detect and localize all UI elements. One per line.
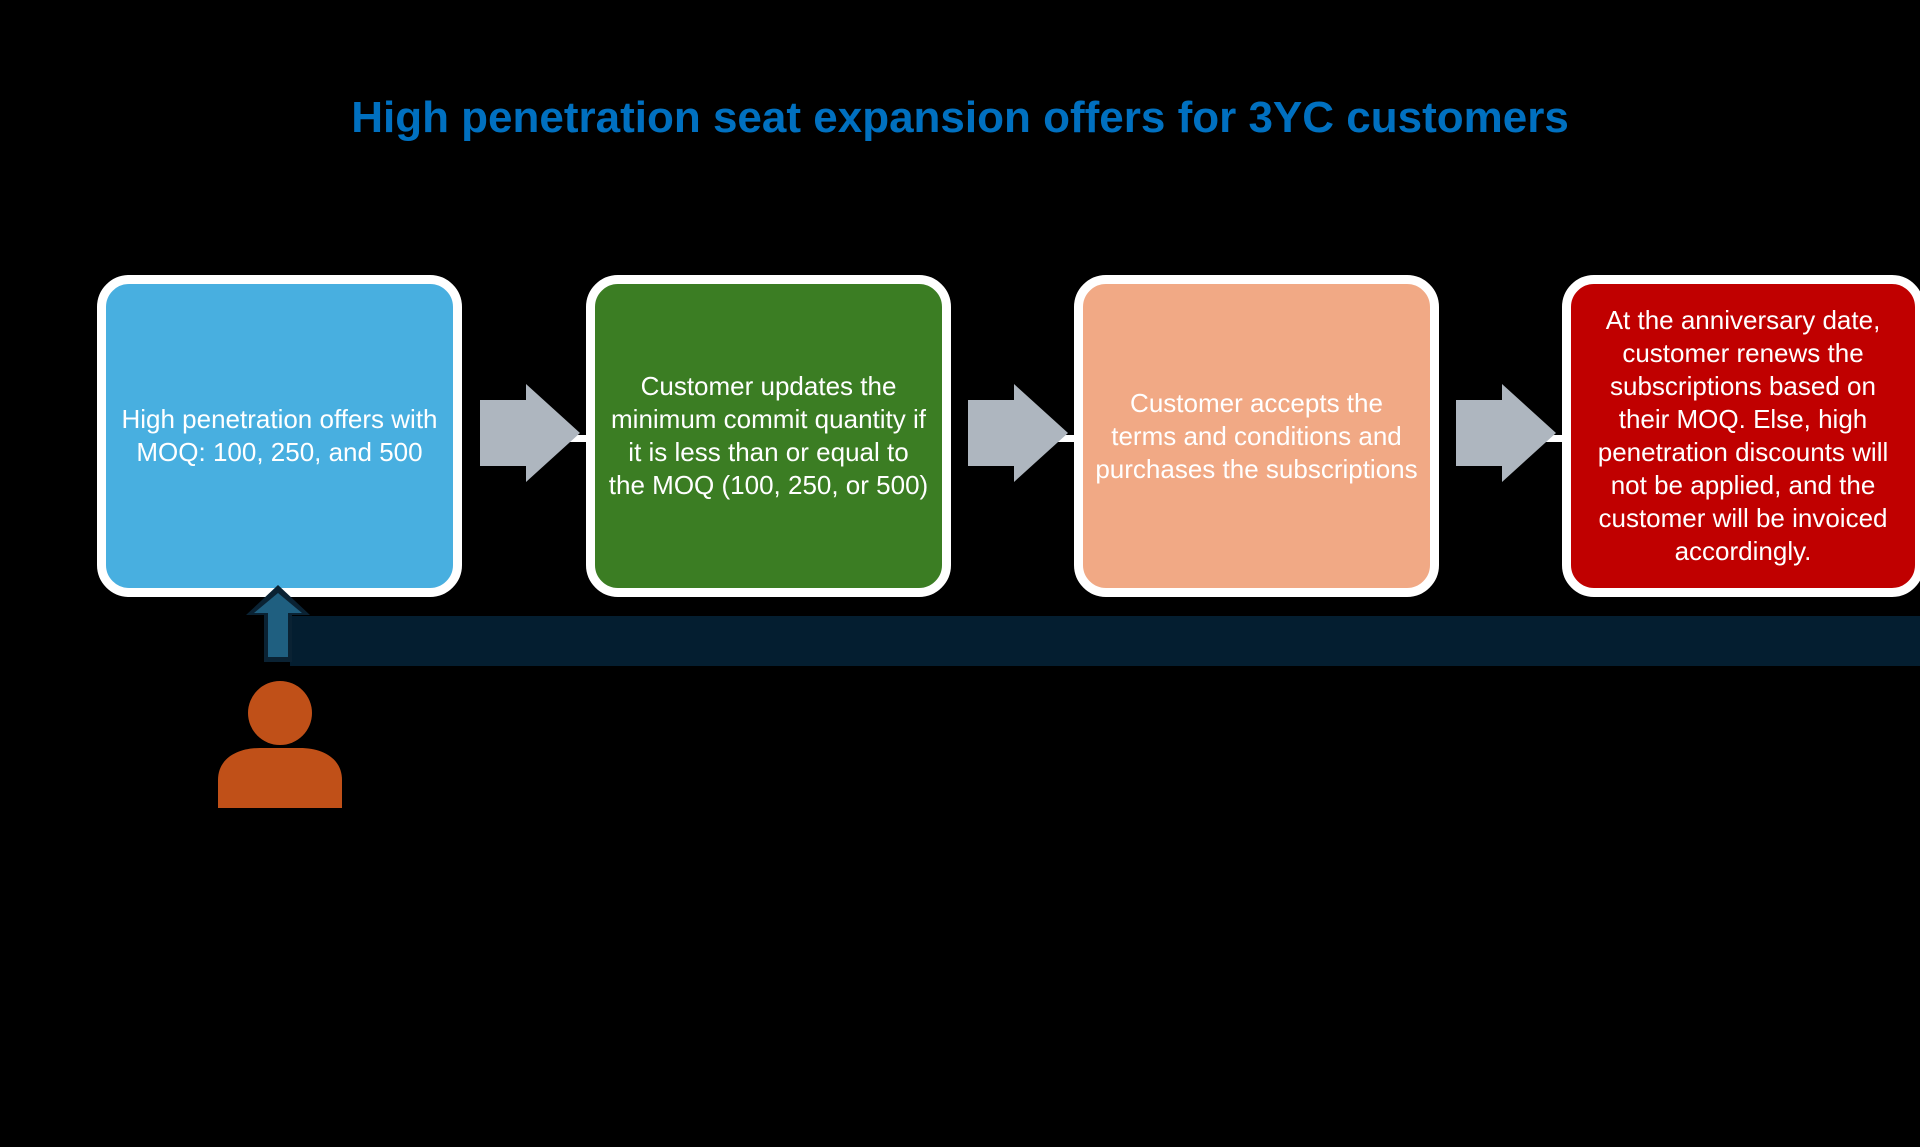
step-offer-box: High penetration offers with MOQ: 100, 2…: [97, 275, 462, 597]
step-offer-text: High penetration offers with MOQ: 100, 2…: [121, 404, 438, 467]
right-arrow-icon: [968, 384, 1068, 482]
up-arrow-icon: [246, 585, 310, 662]
step-update-moq-box: Customer updates the minimum commit quan…: [586, 275, 951, 597]
step-update-moq-text: Customer updates the minimum commit quan…: [608, 371, 929, 500]
right-arrow-icon: [1456, 384, 1556, 482]
connector-line: [565, 435, 591, 442]
step-renewal-text: At the anniversary date, customer renews…: [1597, 305, 1889, 566]
feedback-loop-line: [290, 616, 1920, 666]
connector-line: [1053, 435, 1079, 442]
right-arrow-icon: [480, 384, 580, 482]
person-icon: [216, 680, 344, 808]
step-accept-terms-text: Customer accepts the terms and condition…: [1095, 387, 1418, 484]
step-accept-terms-box: Customer accepts the terms and condition…: [1074, 275, 1439, 597]
diagram-title: High penetration seat expansion offers f…: [351, 93, 1569, 142]
step-renewal-box: At the anniversary date, customer renews…: [1562, 275, 1920, 597]
connector-line: [1541, 435, 1567, 442]
